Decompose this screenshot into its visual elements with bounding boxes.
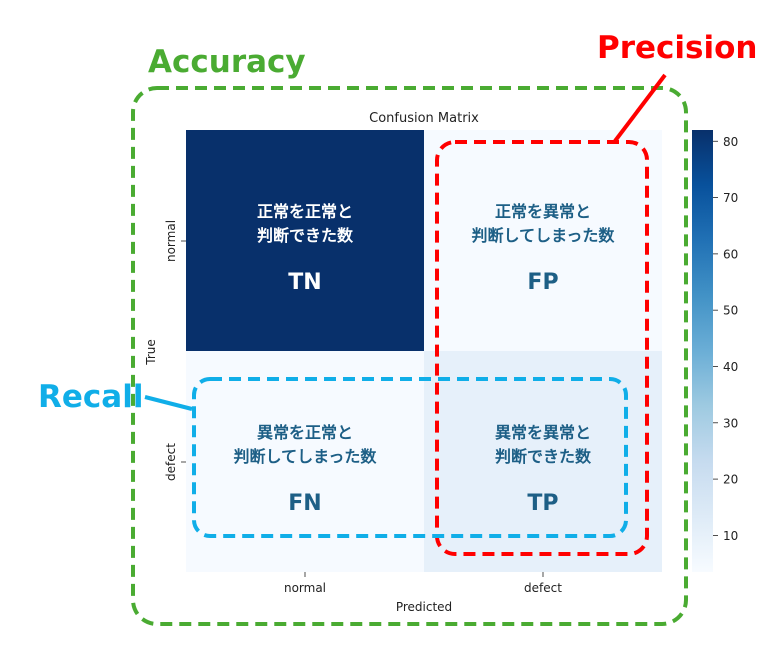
heatmap-cells: 正常を正常と判断できた数TN正常を異常と判断してしまった数FP異常を正常と判断し… [186, 130, 662, 572]
colorbar-ticks: 10 20 30 40 50 60 70 80 [713, 135, 738, 543]
colorbar-tick-label: 80 [723, 135, 738, 149]
heatmap-cell-fp [424, 130, 662, 351]
colorbar: 10 20 30 40 50 60 70 80 [692, 130, 738, 572]
accuracy-label: Accuracy [148, 44, 306, 80]
chart-title: Confusion Matrix [369, 111, 479, 126]
colorbar-tick-label: 70 [723, 191, 738, 205]
recall-label: Recall [38, 379, 143, 415]
cell-description-line2: 判断できた数 [257, 226, 354, 245]
x-tick-label-defect: defect [524, 581, 562, 595]
colorbar-tick-label: 20 [723, 473, 738, 487]
cell-description-line1: 正常を異常と [495, 202, 591, 221]
heatmap-cell-tp [424, 351, 662, 572]
cell-description-line2: 判断できた数 [495, 447, 592, 466]
colorbar-tick-label: 40 [723, 360, 738, 374]
cell-abbreviation: TP [527, 491, 558, 516]
colorbar-tick-label: 30 [723, 416, 738, 430]
cell-description-line1: 異常を異常と [495, 423, 591, 442]
cell-description-line1: 正常を正常と [257, 202, 353, 221]
cell-description-line2: 判断してしまった数 [472, 226, 616, 245]
cell-description-line1: 異常を正常と [257, 423, 353, 442]
recall-leader-line [144, 395, 193, 411]
cell-abbreviation: FN [288, 491, 321, 516]
recall-box [192, 377, 628, 538]
accuracy-annotation: Accuracy [131, 44, 688, 626]
y-axis-label: True [144, 339, 158, 366]
y-tick-label-defect: defect [164, 443, 178, 481]
precision-leader-line [613, 73, 667, 143]
accuracy-box [131, 86, 688, 626]
y-tick-label-normal: normal [164, 220, 178, 262]
colorbar-tick-label: 50 [723, 304, 738, 318]
colorbar-gradient [692, 130, 713, 572]
cell-description-line2: 判断してしまった数 [234, 447, 378, 466]
axes: normal defect Predicted normal defect Tr… [144, 220, 562, 614]
recall-annotation: Recall [38, 377, 628, 538]
precision-label: Precision [597, 30, 757, 66]
heatmap-cell-tn [186, 130, 424, 351]
colorbar-tick-label: 10 [723, 529, 738, 543]
cell-abbreviation: FP [527, 270, 558, 295]
x-tick-label-normal: normal [284, 581, 326, 595]
colorbar-tick-label: 60 [723, 247, 738, 261]
x-axis-label: Predicted [396, 600, 452, 614]
cell-abbreviation: TN [288, 270, 321, 295]
precision-box [435, 140, 649, 556]
precision-annotation: Precision [435, 30, 757, 556]
